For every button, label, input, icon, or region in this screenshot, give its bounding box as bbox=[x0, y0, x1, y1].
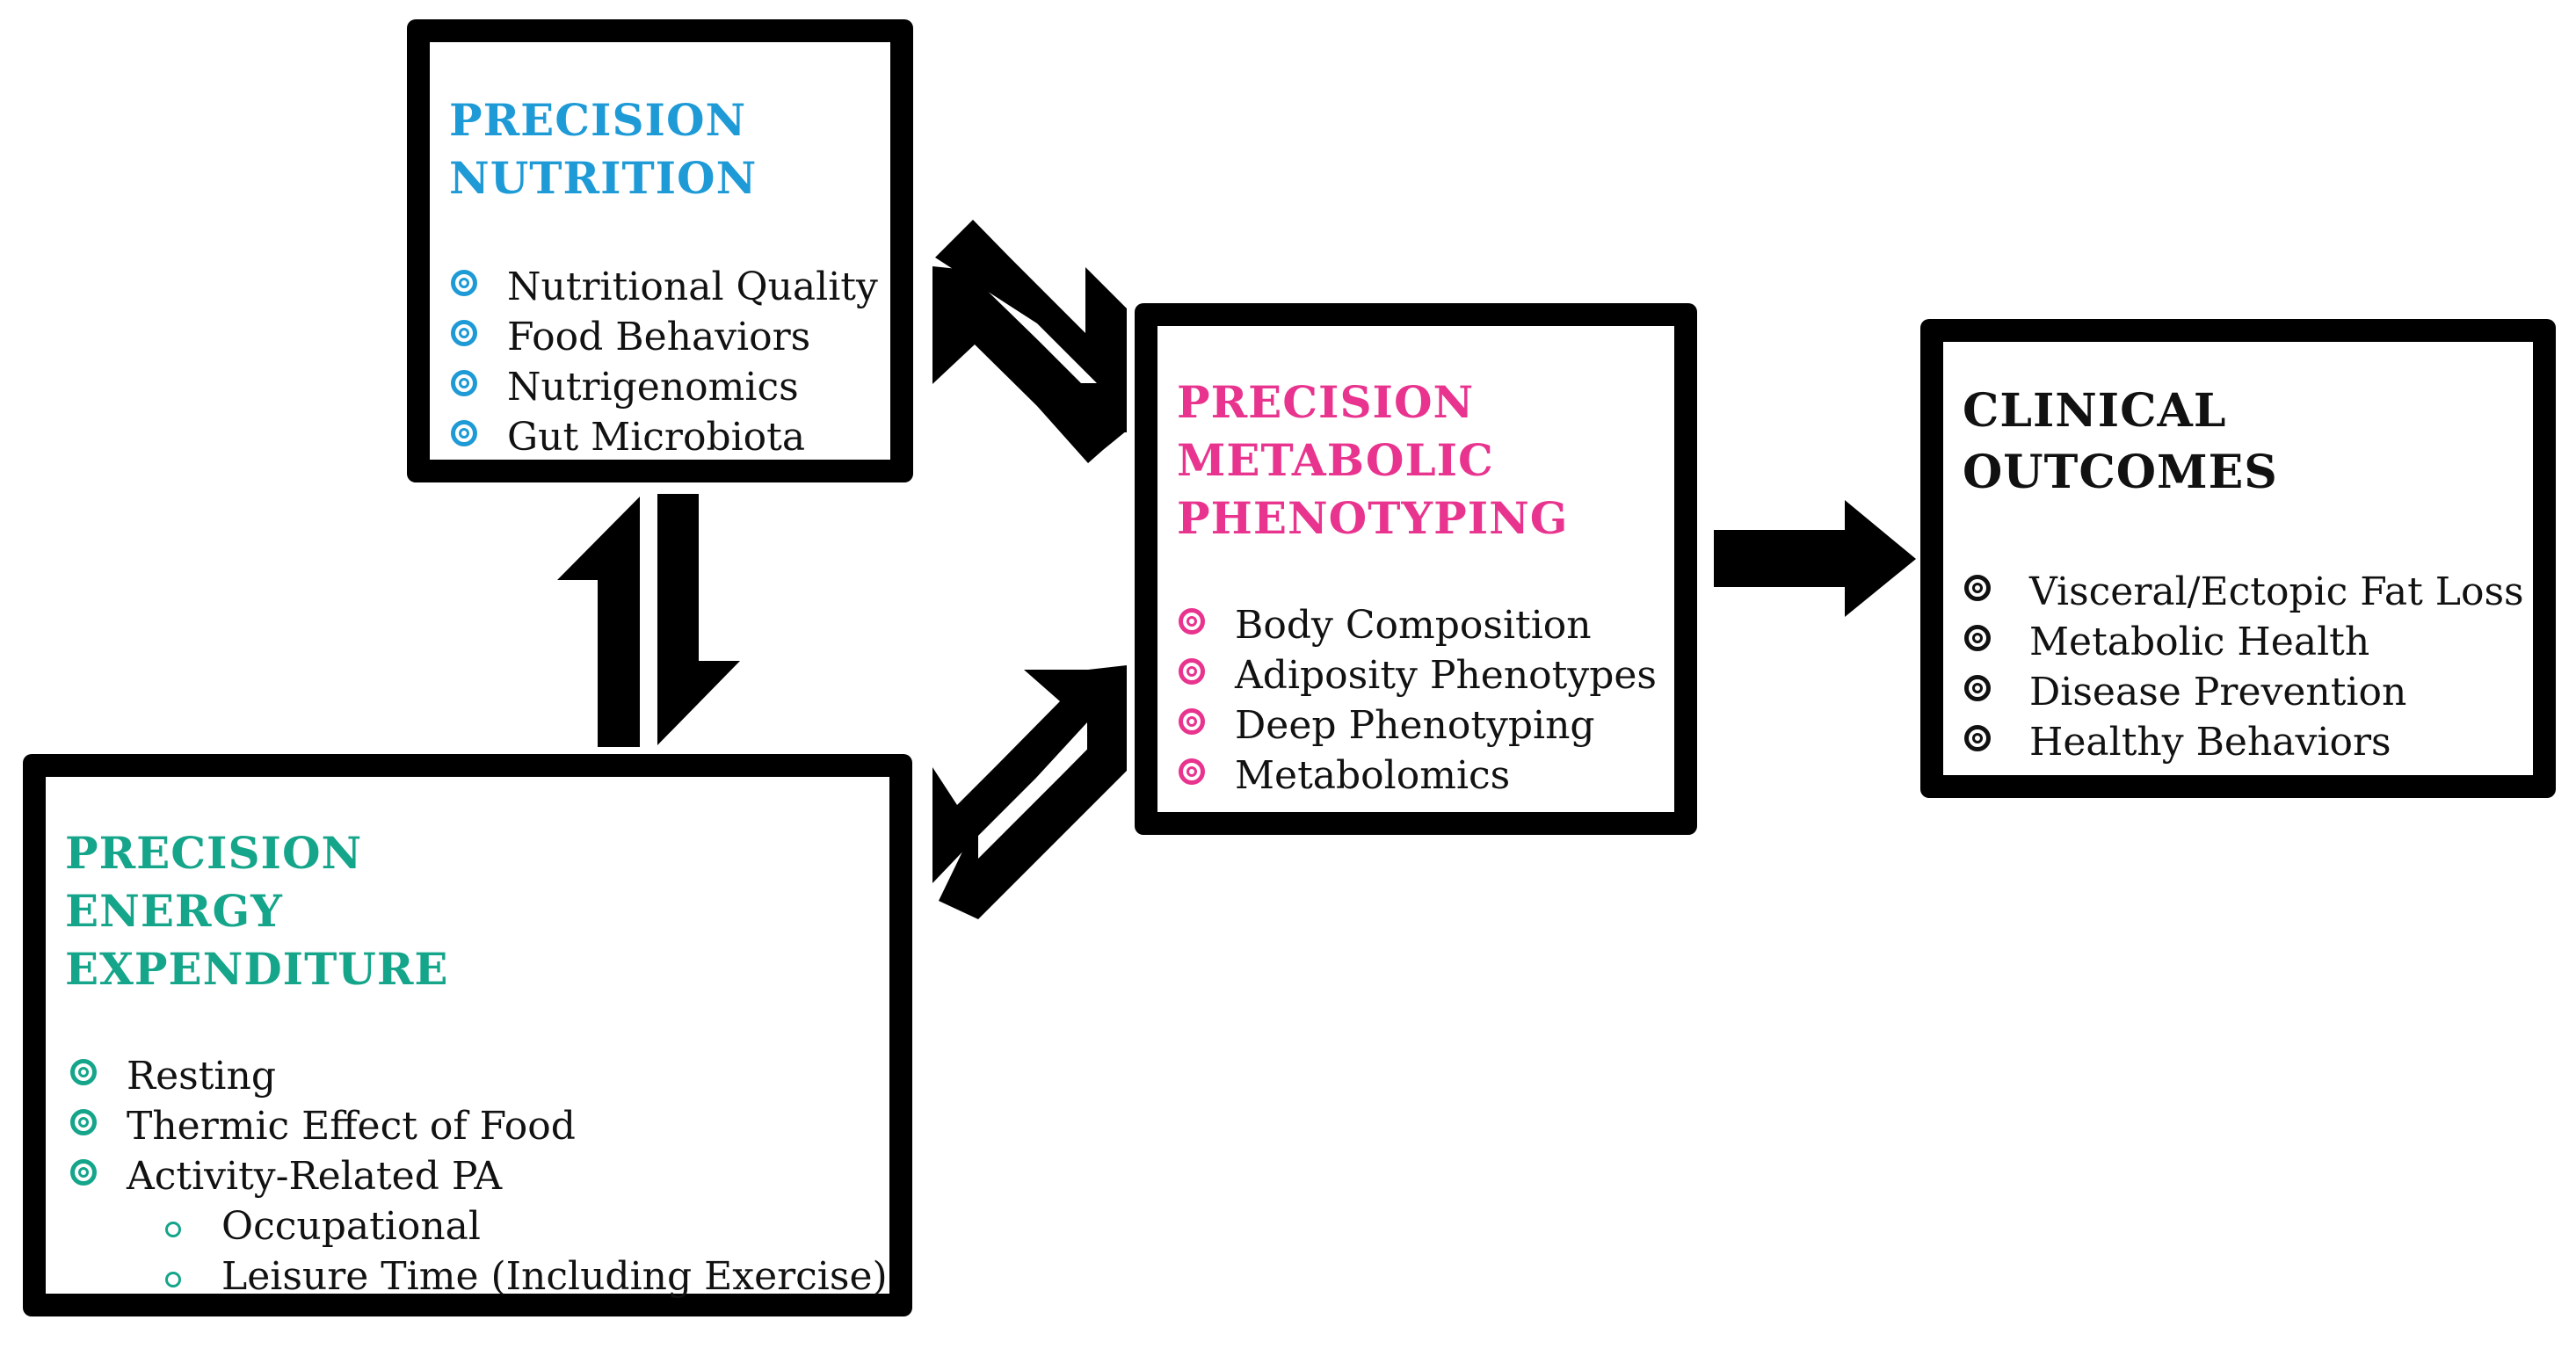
title-line: PRECISION bbox=[65, 827, 363, 879]
list-item: Nutritional Quality bbox=[451, 262, 878, 312]
double-circle-bullet-icon bbox=[1964, 575, 1991, 601]
title-line: CLINICAL bbox=[1963, 384, 2227, 438]
double-circle-bullet-icon bbox=[1179, 708, 1205, 735]
energy-metabolic-equilibrium-arrows bbox=[932, 665, 1127, 919]
list-item: Nutrigenomics bbox=[451, 362, 878, 412]
nutrition-energy-equilibrium-arrows bbox=[557, 494, 740, 747]
precision-nutrition-box: PRECISION NUTRITION Nutritional Quality … bbox=[407, 19, 913, 482]
arrow-to-nutrition bbox=[932, 266, 1127, 463]
precision-energy-expenditure-box: PRECISION ENERGY EXPENDITURE Resting The… bbox=[23, 754, 912, 1316]
list-item: Gut Microbiota bbox=[451, 412, 878, 462]
double-circle-bullet-icon bbox=[70, 1059, 97, 1085]
double-circle-bullet-icon bbox=[1179, 608, 1205, 635]
arrow-to-clinical-outcomes bbox=[1714, 500, 1916, 617]
precision-metabolic-phenotyping-box: PRECISION METABOLIC PHENOTYPING Body Com… bbox=[1135, 303, 1697, 835]
list-item: Food Behaviors bbox=[451, 312, 878, 362]
list-item: Metabolic Health bbox=[1964, 617, 2524, 667]
list-item: Adiposity Phenotypes bbox=[1179, 650, 1657, 700]
title-line: EXPENDITURE bbox=[65, 943, 449, 995]
nutrition-metabolic-equilibrium-arrows bbox=[932, 220, 1127, 463]
precision-energy-expenditure-title: PRECISION ENERGY EXPENDITURE bbox=[65, 824, 449, 998]
list-item: Thermic Effect of Food bbox=[70, 1101, 888, 1151]
precision-nutrition-list: Nutritional Quality Food Behaviors Nutri… bbox=[451, 262, 878, 462]
arrow-to-energy bbox=[939, 709, 1127, 919]
list-item: Visceral/Ectopic Fat Loss bbox=[1964, 567, 2524, 617]
double-circle-bullet-icon bbox=[1964, 725, 1991, 751]
title-line: OUTCOMES bbox=[1963, 446, 2278, 499]
list-subitem: Leisure Time (Including Exercise) bbox=[70, 1251, 888, 1302]
precision-energy-expenditure-list: Resting Thermic Effect of Food Activity-… bbox=[70, 1051, 888, 1302]
list-item: Disease Prevention bbox=[1964, 667, 2524, 717]
title-line: METABOLIC bbox=[1177, 434, 1494, 486]
clinical-outcomes-list: Visceral/Ectopic Fat Loss Metabolic Heal… bbox=[1964, 567, 2524, 767]
double-circle-bullet-icon bbox=[451, 270, 477, 296]
list-item: Deep Phenotyping bbox=[1179, 700, 1657, 751]
double-circle-bullet-icon bbox=[451, 420, 477, 446]
title-line: NUTRITION bbox=[449, 152, 758, 204]
arrow-up-to-nutrition bbox=[557, 497, 642, 747]
precision-nutrition-title: PRECISION NUTRITION bbox=[449, 91, 757, 207]
title-line: PHENOTYPING bbox=[1177, 492, 1569, 544]
double-circle-bullet-icon bbox=[451, 370, 477, 396]
list-item: Body Composition bbox=[1179, 600, 1657, 650]
double-circle-bullet-icon bbox=[451, 320, 477, 346]
double-circle-bullet-icon bbox=[70, 1159, 97, 1186]
clinical-outcomes-title: CLINICAL OUTCOMES bbox=[1963, 381, 2278, 504]
title-line: ENERGY bbox=[65, 885, 283, 937]
arrow-down-to-energy bbox=[657, 494, 740, 745]
double-circle-bullet-icon bbox=[1964, 675, 1991, 701]
circle-bullet-icon bbox=[165, 1222, 181, 1237]
precision-metabolic-phenotyping-title: PRECISION METABOLIC PHENOTYPING bbox=[1177, 374, 1569, 548]
arrow-to-metabolic-from-energy bbox=[932, 665, 1127, 883]
double-circle-bullet-icon bbox=[1179, 658, 1205, 685]
circle-bullet-icon bbox=[165, 1272, 181, 1287]
list-item: Activity-Related PA bbox=[70, 1151, 888, 1201]
list-subitem: Occupational bbox=[70, 1201, 888, 1251]
list-item: Resting bbox=[70, 1051, 888, 1101]
precision-metabolic-phenotyping-list: Body Composition Adiposity Phenotypes De… bbox=[1179, 600, 1657, 801]
double-circle-bullet-icon bbox=[1179, 758, 1205, 785]
title-line: PRECISION bbox=[1177, 376, 1475, 428]
clinical-outcomes-box: CLINICAL OUTCOMES Visceral/Ectopic Fat L… bbox=[1920, 319, 2556, 798]
list-item: Metabolomics bbox=[1179, 751, 1657, 801]
title-line: PRECISION bbox=[449, 94, 747, 146]
double-circle-bullet-icon bbox=[70, 1109, 97, 1135]
double-circle-bullet-icon bbox=[1964, 625, 1991, 651]
list-item: Healthy Behaviors bbox=[1964, 717, 2524, 767]
